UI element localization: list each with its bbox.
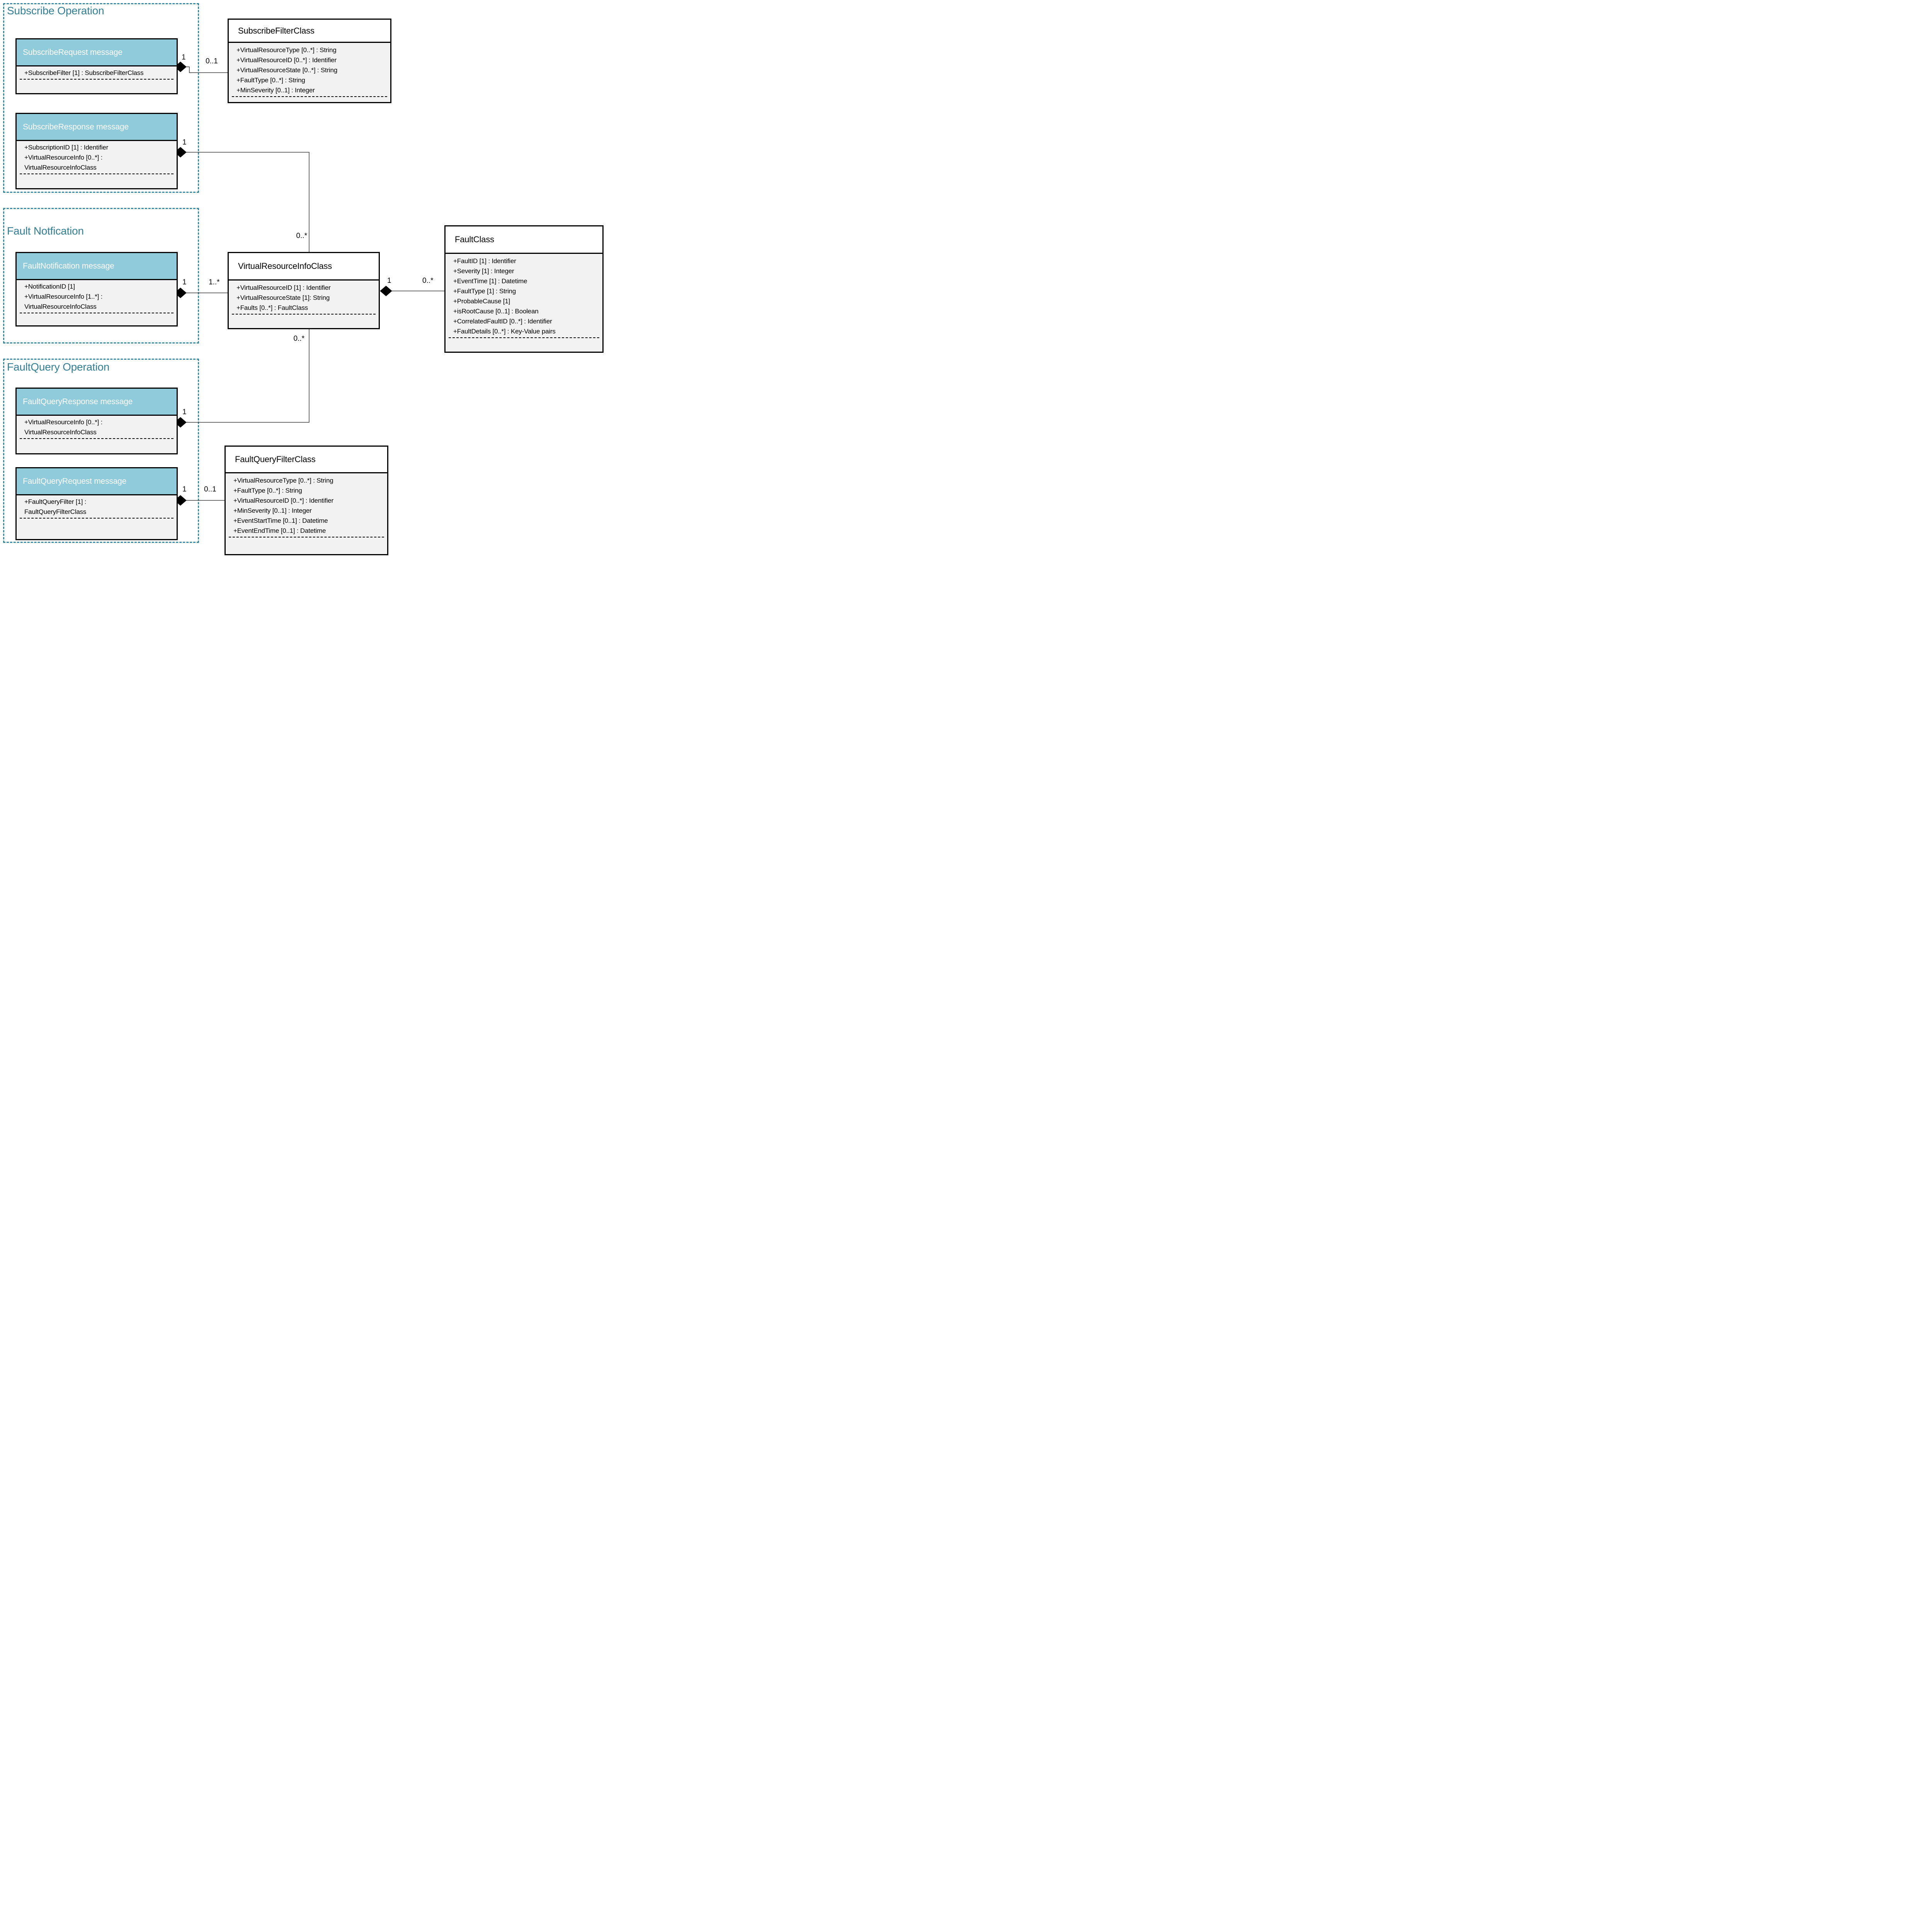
attribute: +EventEndTime [0..1] : Datetime bbox=[233, 527, 326, 534]
attribute: +VirtualResourceInfo [0..*] : bbox=[24, 418, 103, 426]
attribute: +VirtualResourceID [0..*] : Identifier bbox=[236, 56, 337, 64]
section-title-faultquery-operation: FaultQuery Operation bbox=[7, 361, 110, 373]
class-box-header: FaultQueryResponse message bbox=[17, 389, 177, 416]
multiplicity-label: 1 bbox=[387, 277, 391, 285]
attribute: +VirtualResourceState [0..*] : String bbox=[236, 66, 338, 74]
attribute: +VirtualResourceID [1] : Identifier bbox=[236, 284, 331, 291]
class-box-subscribe-response-message: SubscribeResponse message +SubscriptionI… bbox=[15, 113, 178, 189]
attribute: +MinSeverity [0..1] : Integer bbox=[233, 507, 312, 514]
class-box-header: SubscribeResponse message bbox=[17, 114, 177, 141]
multiplicity-label: 0..1 bbox=[206, 57, 218, 65]
attribute-list: +VirtualResourceType [0..*] : String +Fa… bbox=[226, 473, 387, 536]
attribute: +EventStartTime [0..1] : Datetime bbox=[233, 517, 328, 524]
class-box-header: FaultNotification message bbox=[17, 253, 177, 280]
compartment-divider bbox=[20, 173, 173, 174]
compartment-divider bbox=[232, 314, 376, 315]
attribute: +FaultType [1] : String bbox=[453, 287, 516, 295]
class-box-fault-query-request-message: FaultQueryRequest message +FaultQueryFil… bbox=[15, 467, 178, 540]
attribute: +FaultType [0..*] : String bbox=[233, 487, 302, 494]
attribute: +Severity [1] : Integer bbox=[453, 267, 514, 275]
attribute: +VirtualResourceType [0..*] : String bbox=[233, 477, 333, 484]
attribute-list: +FaultID [1] : Identifier +Severity [1] … bbox=[446, 254, 602, 337]
connector-virtual-resource-info-to-fault-class bbox=[380, 286, 444, 296]
compartment-divider bbox=[20, 79, 173, 80]
multiplicity-label: 0..* bbox=[296, 232, 307, 240]
attribute: VirtualResourceInfoClass bbox=[24, 164, 97, 171]
class-box-fault-query-response-message: FaultQueryResponse message +VirtualResou… bbox=[15, 388, 178, 454]
class-box-title: FaultQueryFilterClass bbox=[226, 447, 387, 473]
section-title-fault-notification: Fault Notfication bbox=[7, 225, 84, 237]
compartment-divider bbox=[449, 337, 599, 338]
class-box-fault-query-filter-class: FaultQueryFilterClass +VirtualResourceTy… bbox=[224, 446, 388, 555]
attribute: +NotificationID [1] bbox=[24, 283, 75, 290]
attribute-list: +VirtualResourceType [0..*] : String +Vi… bbox=[229, 43, 390, 95]
class-box-title: SubscribeFilterClass bbox=[229, 20, 390, 43]
attribute: VirtualResourceInfoClass bbox=[24, 303, 97, 310]
multiplicity-label: 0..* bbox=[422, 277, 434, 285]
attribute: +FaultQueryFilter [1] : bbox=[24, 498, 87, 505]
attribute: +ProbableCause [1] bbox=[453, 298, 510, 305]
uml-diagram-canvas: Subscribe Operation Fault Notfication Fa… bbox=[0, 0, 607, 556]
attribute: +MinSeverity [0..1] : Integer bbox=[236, 87, 315, 94]
compartment-divider bbox=[20, 438, 173, 439]
multiplicity-label: 1 bbox=[182, 53, 186, 61]
compartment-divider bbox=[20, 518, 173, 519]
class-box-subscribe-filter-class: SubscribeFilterClass +VirtualResourceTyp… bbox=[228, 19, 391, 103]
group-fault-notification bbox=[3, 208, 199, 344]
attribute-list: +SubscribeFilter [1] : SubscribeFilterCl… bbox=[17, 66, 177, 78]
class-box-virtual-resource-info-class: VirtualResourceInfoClass +VirtualResourc… bbox=[228, 252, 380, 329]
attribute-list: +VirtualResourceInfo [0..*] : VirtualRes… bbox=[17, 416, 177, 437]
class-box-header: SubscribeRequest message bbox=[17, 39, 177, 66]
attribute: +VirtualResourceType [0..*] : String bbox=[236, 46, 337, 54]
class-box-title: FaultClass bbox=[446, 226, 602, 254]
attribute: FaultQueryFilterClass bbox=[24, 508, 87, 515]
attribute: +VirtualResourceID [0..*] : Identifier bbox=[233, 497, 334, 504]
attribute-list: +NotificationID [1] +VirtualResourceInfo… bbox=[17, 280, 177, 312]
compartment-divider bbox=[232, 96, 387, 97]
aggregation-diamond-icon bbox=[380, 286, 392, 296]
attribute: VirtualResourceInfoClass bbox=[24, 429, 97, 436]
class-box-header: FaultQueryRequest message bbox=[17, 468, 177, 495]
attribute: +FaultType [0..*] : String bbox=[236, 77, 305, 84]
section-title-subscribe-operation: Subscribe Operation bbox=[7, 5, 104, 17]
attribute: +EventTime [1] : Datetime bbox=[453, 277, 527, 285]
group-subscribe-operation bbox=[3, 3, 199, 193]
attribute-list: +SubscriptionID [1] : Identifier +Virtua… bbox=[17, 141, 177, 173]
class-box-fault-class: FaultClass +FaultID [1] : Identifier +Se… bbox=[444, 225, 604, 353]
attribute: +Faults [0..*] : FaultClass bbox=[236, 304, 308, 311]
group-faultquery-operation bbox=[3, 359, 199, 543]
attribute: +CorrelatedFaultID [0..*] : Identifier bbox=[453, 318, 552, 325]
attribute: +VirtualResourceInfo [1..*] : bbox=[24, 293, 103, 300]
attribute: +FaultID [1] : Identifier bbox=[453, 257, 516, 265]
multiplicity-label: 1 bbox=[182, 485, 187, 493]
attribute: +VirtualResourceState [1]: String bbox=[236, 294, 330, 301]
multiplicity-label: 1..* bbox=[209, 278, 220, 286]
attribute: +FaultDetails [0..*] : Key-Value pairs bbox=[453, 328, 556, 335]
attribute: +SubscribeFilter [1] : SubscribeFilterCl… bbox=[24, 69, 144, 77]
class-box-subscribe-request-message: SubscribeRequest message +SubscribeFilte… bbox=[15, 38, 178, 94]
multiplicity-label: 0..1 bbox=[204, 485, 216, 493]
multiplicity-label: 1 bbox=[182, 408, 187, 416]
attribute: +VirtualResourceInfo [0..*] : bbox=[24, 154, 103, 161]
attribute: +SubscriptionID [1] : Identifier bbox=[24, 144, 109, 151]
multiplicity-label: 1 bbox=[182, 138, 187, 146]
class-box-fault-notification-message: FaultNotification message +NotificationI… bbox=[15, 252, 178, 327]
attribute-list: +FaultQueryFilter [1] : FaultQueryFilter… bbox=[17, 495, 177, 517]
class-box-title: VirtualResourceInfoClass bbox=[229, 253, 379, 281]
multiplicity-label: 1 bbox=[182, 278, 187, 286]
attribute: +isRootCause [0..1] : Boolean bbox=[453, 308, 539, 315]
multiplicity-label: 0..* bbox=[293, 335, 304, 343]
attribute-list: +VirtualResourceID [1] : Identifier +Vir… bbox=[229, 281, 379, 313]
